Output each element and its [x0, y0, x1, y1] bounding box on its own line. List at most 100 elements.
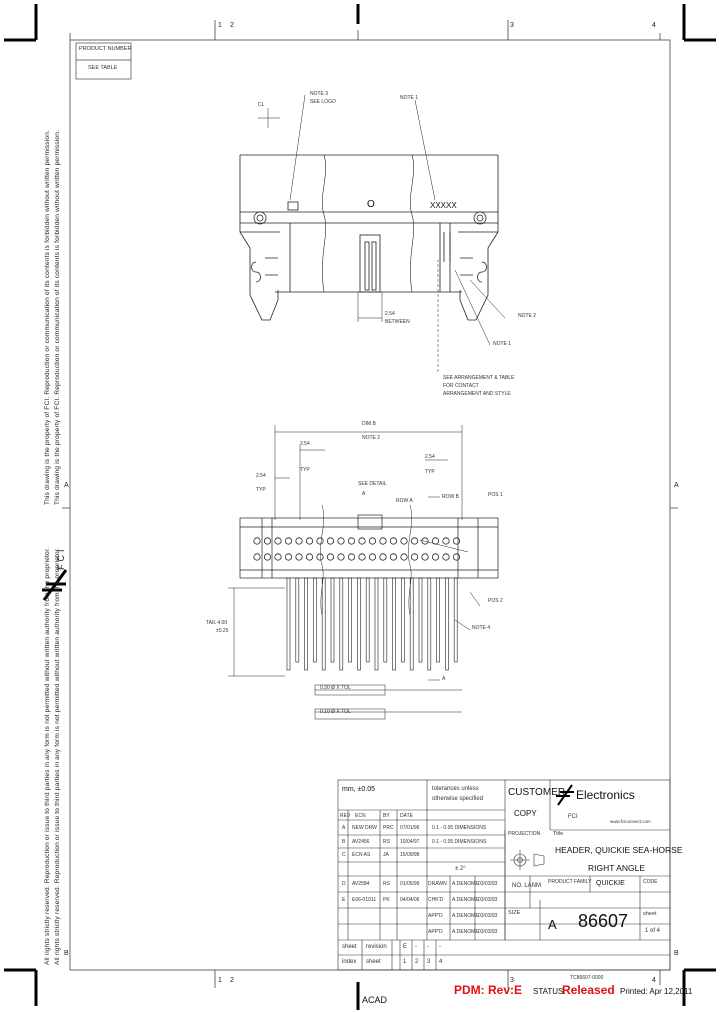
- contact-pin: [295, 553, 303, 561]
- rev-b: B: [342, 839, 346, 845]
- contact-pin: [379, 537, 387, 545]
- contact-pin: [400, 537, 408, 545]
- contact-pin: [442, 537, 450, 545]
- contact-tail: [392, 577, 396, 671]
- contact-pin: [379, 553, 387, 561]
- row-b-label: ROW B: [442, 494, 459, 500]
- contact-pin: [305, 553, 314, 561]
- contact-pin: [347, 553, 356, 561]
- note-top-right: NOTE 1: [400, 95, 419, 101]
- size-label: SIZE: [508, 910, 521, 916]
- title-block-grid: [337, 779, 671, 971]
- acad-label: ACAD: [362, 995, 388, 1005]
- note-4-label: NOTE 4: [472, 625, 491, 631]
- appd-label-2: APP'D: [428, 929, 443, 935]
- contact-row-b: [253, 553, 461, 561]
- contact-pin: [326, 537, 335, 545]
- index-sheet-label-2: sheet: [366, 959, 381, 965]
- zone-side-a-right: A: [674, 482, 679, 489]
- part-marking: XXXXX: [430, 201, 457, 210]
- contact-pin: [253, 553, 261, 561]
- index-sheet-3: 3: [427, 959, 431, 965]
- contact-tail: [374, 577, 379, 671]
- contact-tail: [453, 577, 458, 663]
- zone-side-a-left: A: [64, 482, 69, 489]
- rev-d: D: [342, 881, 346, 887]
- rev-c-date: 15/09/98: [400, 852, 420, 858]
- zone-top-2: 2: [230, 22, 234, 29]
- rev-c-ecn: ECN AS: [352, 852, 371, 858]
- product-family-label: PRODUCT FAMILY: [548, 879, 592, 885]
- note-lower-b: NOTE 1: [493, 341, 512, 347]
- dimension-row-1: 0.1 - 0.05 DIMENSIONS: [432, 825, 487, 831]
- rev-header-rev: REV: [340, 813, 351, 819]
- fci-url: www.fciconnect.com: [610, 819, 651, 824]
- dim-left-1: 2.54: [256, 473, 266, 479]
- contact-pin: [337, 537, 345, 545]
- contact-pin: [421, 553, 429, 561]
- index-rev-3: -: [427, 944, 429, 950]
- side-logo-mark: [42, 569, 68, 601]
- note-lower-a: NOTE 2: [518, 313, 537, 319]
- drawing-number: 86607: [578, 911, 629, 931]
- row-a-label: ROW A: [396, 498, 413, 504]
- dim-bottom-1: 2.54: [385, 311, 395, 317]
- contact-pin: [284, 553, 293, 561]
- contact-pin: [431, 537, 440, 545]
- checked-label: CHK'D: [428, 897, 444, 903]
- tol-1: 0.30 Ø X TOL: [320, 685, 351, 691]
- index-rev-4: -: [439, 944, 441, 950]
- rev-e-by: PK: [383, 897, 390, 903]
- zone-side-b-right: B: [674, 950, 679, 957]
- see-detail-2: A: [362, 491, 366, 497]
- rev-a-date: 07/01/96: [400, 825, 420, 831]
- rev-a-by: PRC: [383, 825, 394, 831]
- contact-pin: [305, 537, 314, 545]
- company-name: Electronics: [576, 788, 635, 802]
- contact-pin: [442, 553, 450, 561]
- index-rev-2: -: [415, 944, 417, 950]
- note-see-logo-2: SEE LOGO: [310, 99, 336, 105]
- zone-bottom-3: 3: [510, 977, 514, 984]
- pos-1-label: POS 1: [488, 492, 503, 498]
- index-sheet-1: 1: [403, 959, 407, 965]
- dim-right-2: TYP: [425, 469, 435, 475]
- tolerance-line1: tolerances unless: [432, 786, 479, 792]
- index-revision-label: revision: [366, 944, 387, 950]
- contact-tail: [436, 577, 440, 663]
- arrangement-note-1: SEE ARRANGEMENT & TABLE: [443, 375, 515, 381]
- no-label: NO. LANM: [512, 883, 542, 889]
- rev-header-ecn: ECN: [355, 813, 366, 819]
- contact-pin: [368, 537, 377, 545]
- product-number-label: PRODUCT NUMBER: [79, 46, 132, 52]
- contact-tail: [383, 577, 388, 663]
- checked-date: 03/03/93: [478, 897, 498, 903]
- side-view-dims: [228, 496, 481, 720]
- rev-d-ecn: AV2584: [352, 881, 370, 887]
- fci-logo-mark: [556, 784, 574, 806]
- appd-label: APP'D: [428, 913, 443, 919]
- tail-dim-2: ±0.25: [216, 628, 229, 634]
- zone-bottom-2: 2: [230, 977, 234, 984]
- customer-copy-2: COPY: [514, 809, 537, 818]
- contact-pin: [452, 537, 461, 545]
- zone-top-3: 3: [510, 22, 514, 29]
- contact-pin: [368, 553, 377, 561]
- rev-a-ecn: NEW DRW: [352, 825, 377, 831]
- size-value: A: [548, 917, 557, 932]
- zone-bottom-1: 1: [218, 977, 222, 984]
- dim-b-1: DIM B: [362, 421, 376, 427]
- rev-e-ecn: E06-01011: [352, 897, 377, 903]
- frame: [62, 20, 678, 988]
- index-sheet-4: 4: [439, 959, 443, 965]
- code-label: CODE: [643, 879, 658, 885]
- contact-pin: [316, 553, 324, 561]
- contact-tail: [418, 577, 423, 663]
- dimension-row-2: 0.1 - 0.05 DIMENSIONS: [432, 839, 487, 845]
- contact-pin: [421, 537, 429, 545]
- title-label: Title: [553, 831, 564, 837]
- index-label: index: [342, 959, 357, 965]
- appd-by-2: A.DENOME: [452, 929, 479, 935]
- see-detail-1: SEE DETAIL: [358, 481, 387, 487]
